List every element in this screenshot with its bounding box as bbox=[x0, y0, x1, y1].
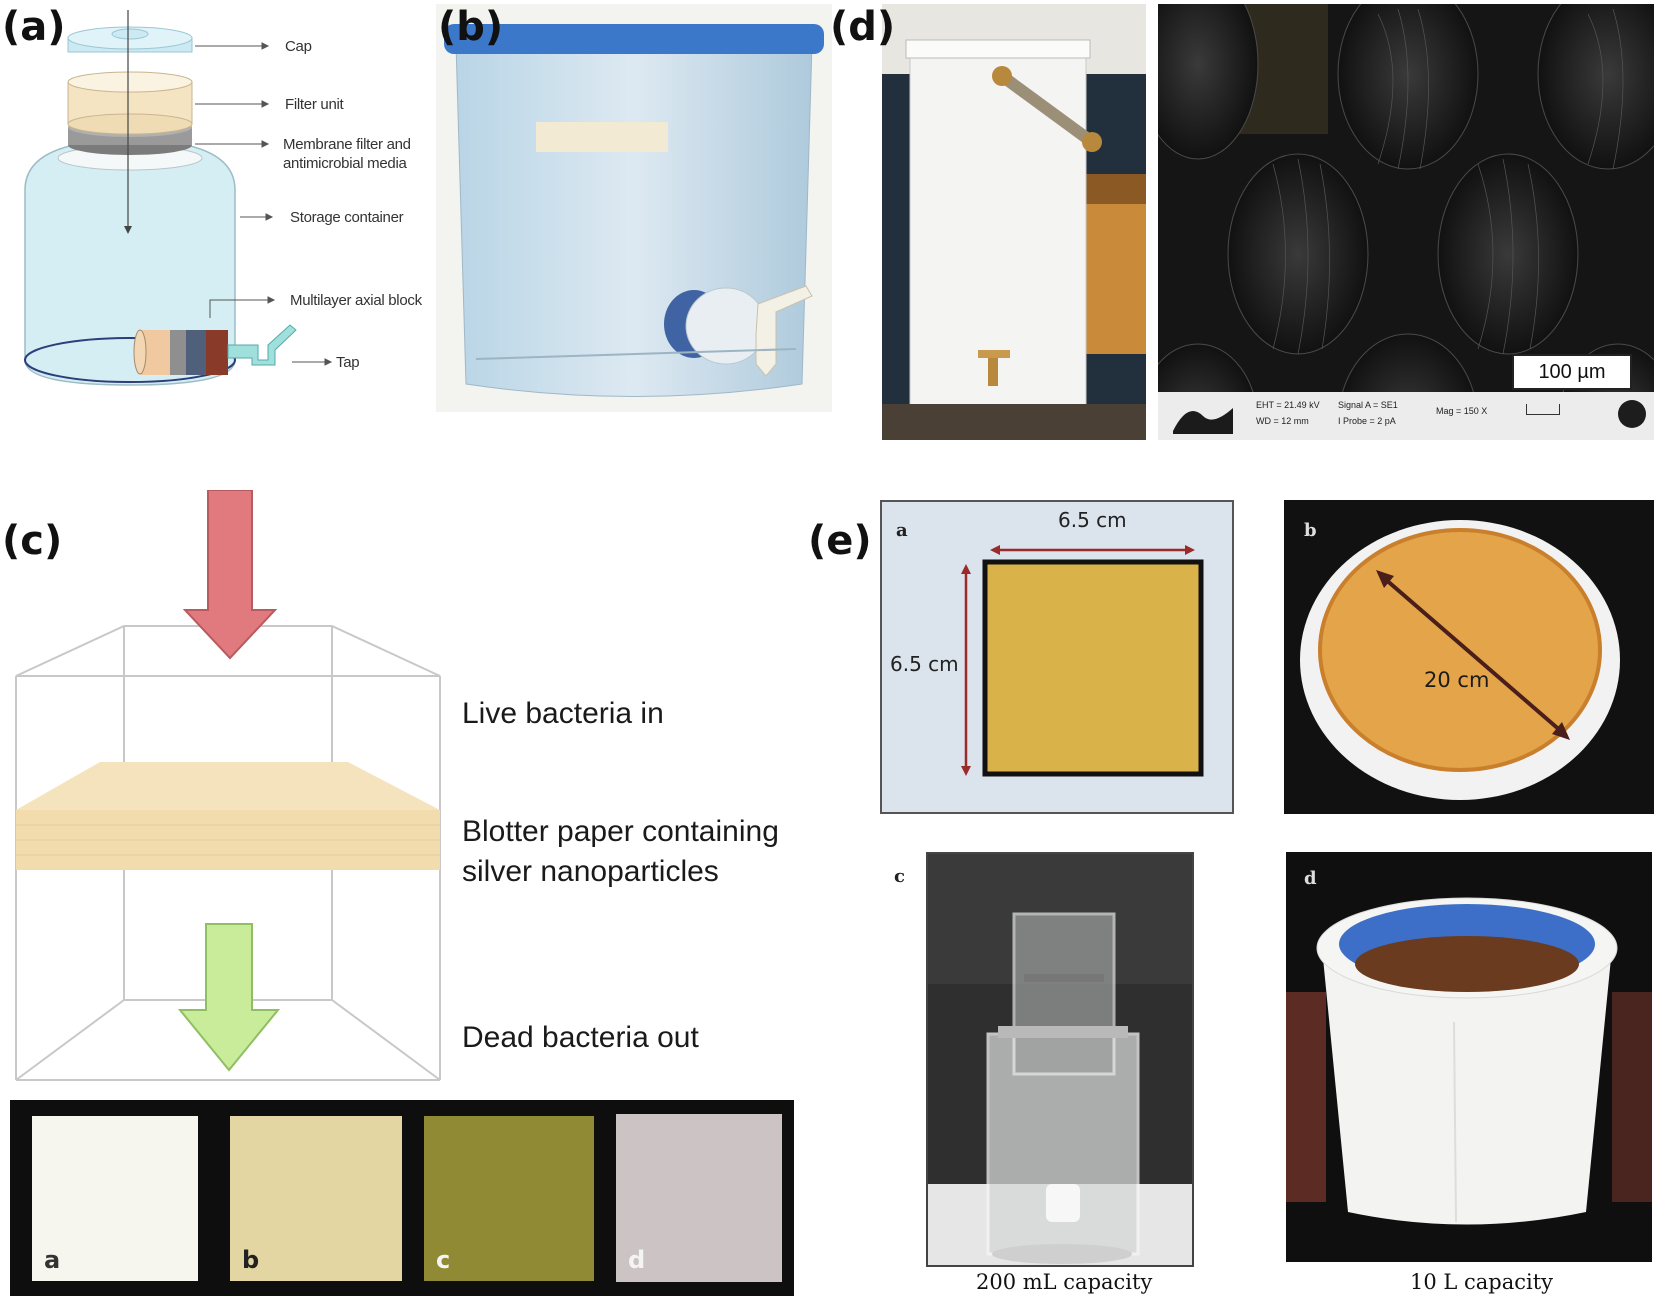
swatch-d-letter: d bbox=[628, 1246, 646, 1274]
panel-b-letter: (b) bbox=[438, 4, 504, 50]
label-dead-bacteria: Dead bacteria out bbox=[462, 1021, 699, 1054]
panel-b-photo: (b) bbox=[436, 4, 832, 412]
swatch-c: c bbox=[424, 1116, 594, 1281]
panel-e-letter: (e) bbox=[808, 518, 872, 564]
filter-schematic bbox=[24, 10, 333, 386]
label-blotter-line2: silver nanoparticles bbox=[462, 855, 719, 888]
panel-a-letter: (a) bbox=[2, 4, 66, 50]
beaker-capacity-caption: 200 mL capacity bbox=[976, 1270, 1153, 1294]
swatch-b-letter: b bbox=[242, 1246, 260, 1274]
swatch-b: b bbox=[230, 1116, 402, 1281]
sem-info-signal: Signal A = SE1 bbox=[1338, 400, 1398, 410]
panel-d-letter: (d) bbox=[830, 4, 896, 50]
panel-c-letter: (c) bbox=[2, 518, 63, 564]
sem-weave-texture bbox=[1158, 4, 1654, 440]
panel-e-a: a 6.5 cm 6.5 cm bbox=[880, 500, 1234, 814]
panel-e-c-letter: c bbox=[894, 866, 905, 887]
panel-e-b-letter: b bbox=[1304, 520, 1317, 541]
panel-e-c: c bbox=[880, 852, 1240, 1267]
bucket-filter-illustration bbox=[1286, 852, 1652, 1262]
label-membrane-line2: antimicrobial media bbox=[283, 155, 407, 172]
bacteria-filter-diagram bbox=[15, 490, 441, 1081]
label-storage-container: Storage container bbox=[290, 209, 404, 226]
label-cap: Cap bbox=[285, 38, 312, 55]
width-dimension-label: 6.5 cm bbox=[1058, 508, 1127, 532]
panel-e-d-letter: d bbox=[1304, 868, 1317, 889]
panel-d-photo bbox=[882, 4, 1146, 440]
panel-e-a-letter: a bbox=[896, 520, 908, 541]
sem-info-mag: Mag = 150 X bbox=[1436, 406, 1488, 416]
instrument-logo-icon bbox=[1618, 400, 1646, 428]
panel-e-d: d bbox=[1286, 852, 1652, 1262]
live-bacteria-arrow bbox=[182, 490, 278, 660]
swatch-a-letter: a bbox=[44, 1246, 61, 1274]
square-paper-illustration bbox=[961, 545, 1204, 777]
water-container-illustration bbox=[436, 4, 832, 412]
paper-swatch-strip: a b c d bbox=[10, 1100, 794, 1296]
swatch-d: d bbox=[616, 1114, 782, 1282]
bucket-capacity-caption: 10 L capacity bbox=[1410, 1270, 1554, 1294]
height-dimension-label: 6.5 cm bbox=[890, 652, 959, 676]
filter-box-illustration bbox=[882, 4, 1146, 440]
label-filter-unit: Filter unit bbox=[285, 96, 344, 113]
label-blotter-line1: Blotter paper containing bbox=[462, 815, 779, 848]
beaker-photo bbox=[926, 852, 1194, 1267]
panel-e-b: b 20 cm bbox=[1284, 500, 1654, 814]
label-multilayer-block: Multilayer axial block bbox=[290, 292, 422, 309]
swatch-c-letter: c bbox=[436, 1246, 451, 1274]
sem-info-probe: I Probe = 2 pA bbox=[1338, 416, 1396, 426]
round-filter-illustration bbox=[1300, 520, 1620, 800]
sem-info-wd: WD = 12 mm bbox=[1256, 416, 1309, 426]
dead-bacteria-arrow bbox=[177, 923, 281, 1072]
label-membrane-line1: Membrane filter and bbox=[283, 136, 411, 153]
label-live-bacteria: Live bacteria in bbox=[462, 697, 664, 730]
sem-mini-scale-icon bbox=[1526, 404, 1560, 415]
diameter-label: 20 cm bbox=[1424, 668, 1490, 692]
label-tap: Tap bbox=[336, 354, 360, 371]
swatch-a: a bbox=[32, 1116, 198, 1281]
university-logo-icon bbox=[1168, 396, 1238, 436]
sem-scale-bar: 100 µm bbox=[1512, 354, 1632, 390]
sem-info-eht: EHT = 21.49 kV bbox=[1256, 400, 1320, 410]
panel-d-sem-image: 100 µm EHT = 21.49 kV WD = 12 mm Signal … bbox=[1158, 4, 1654, 440]
beaker-illustration bbox=[928, 854, 1192, 1265]
